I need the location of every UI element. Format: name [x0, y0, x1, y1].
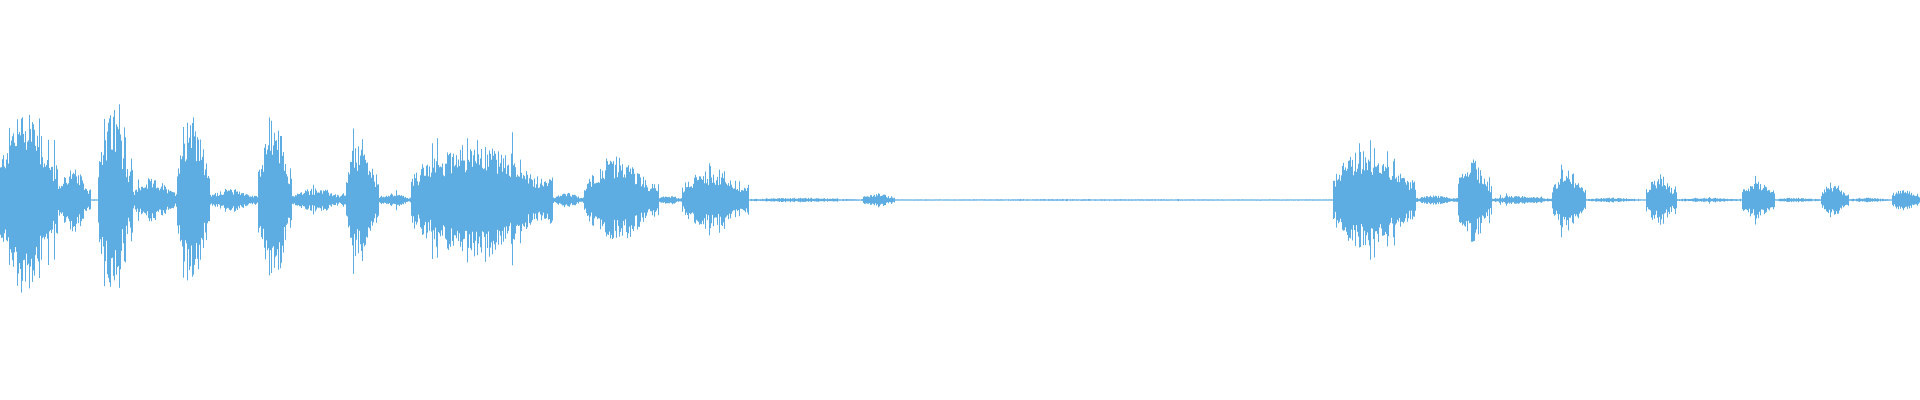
waveform-bars: [0, 104, 1920, 293]
